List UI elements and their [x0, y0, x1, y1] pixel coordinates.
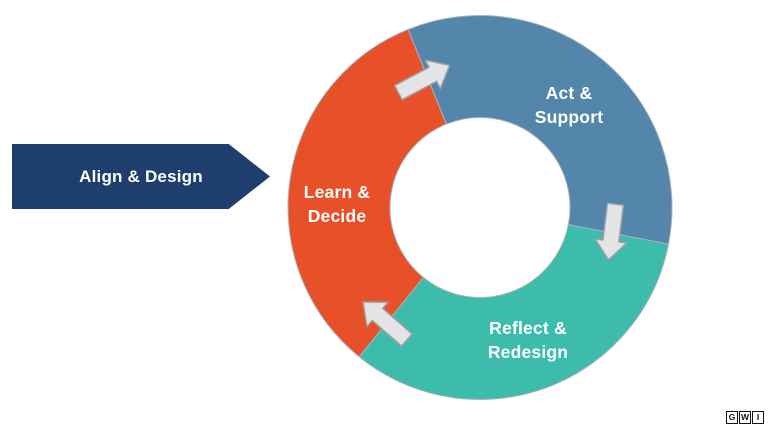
align-design-banner-label: Align & Design — [79, 166, 203, 186]
flow-arrow-reflect-to-learn — [362, 301, 413, 347]
segment-label-learn-decide: Learn & Decide — [303, 182, 371, 226]
align-design-banner: Align & Design — [12, 144, 270, 209]
flow-arrow-learn-to-act — [393, 59, 451, 101]
gwi-logo-letter-g: G — [726, 411, 738, 424]
gwi-logo-letter-w: W — [739, 411, 751, 424]
segment-learn-decide — [287, 28, 447, 358]
segment-reflect-redesign — [358, 224, 670, 400]
gwi-logo: G W I — [726, 411, 764, 424]
segment-label-act-support: Act & Support — [534, 83, 604, 127]
gwi-logo-letter-i: I — [752, 411, 764, 424]
segment-label-reflect-redesign: Reflect & Redesign — [487, 318, 569, 362]
flow-arrow-act-to-reflect — [594, 202, 628, 261]
segment-act-support — [407, 15, 673, 245]
